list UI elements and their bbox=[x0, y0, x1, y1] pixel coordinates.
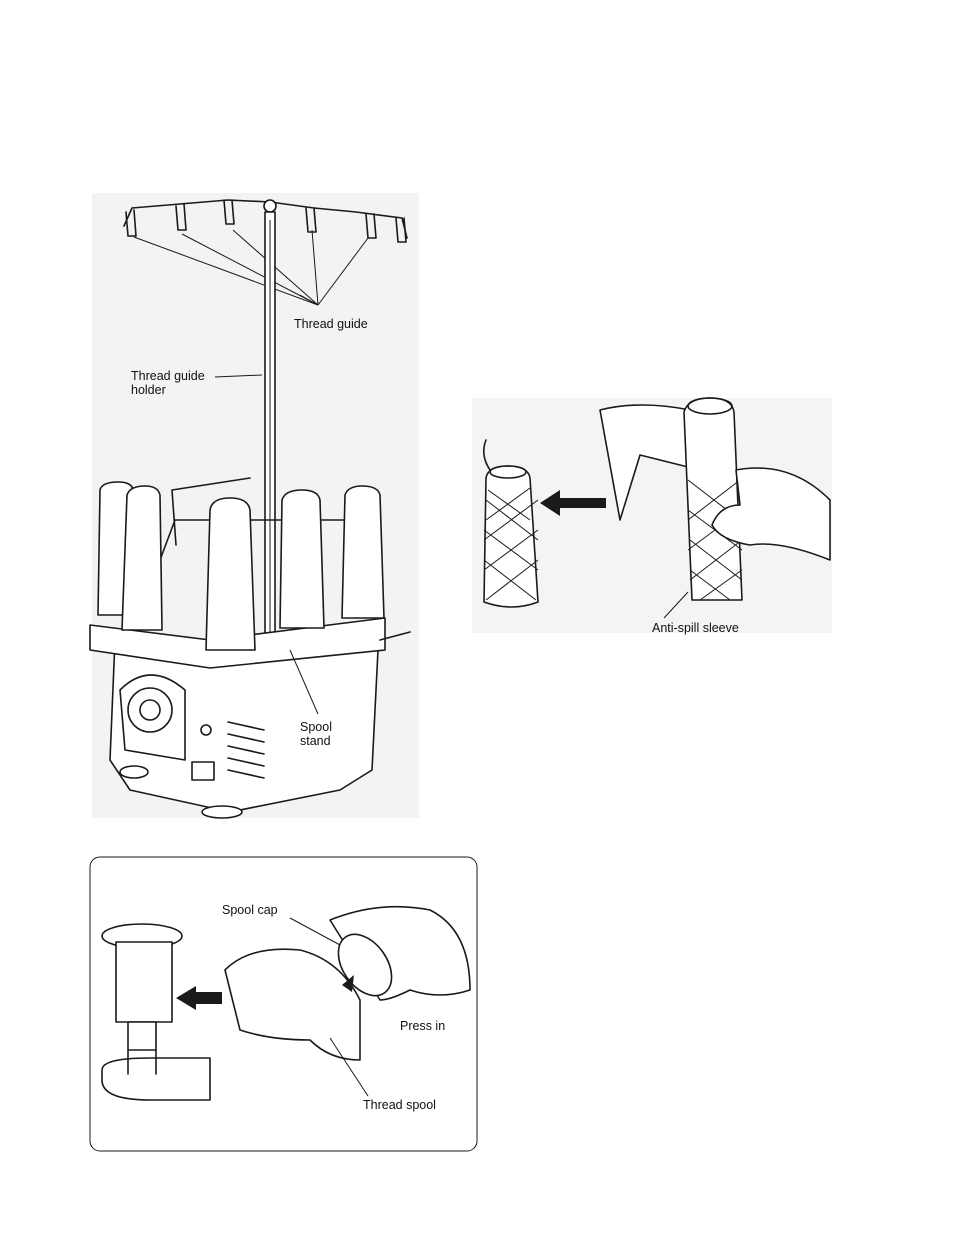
thread-guide-label: Thread guide bbox=[294, 317, 368, 331]
press-in-label: Press in bbox=[400, 1019, 445, 1033]
thread-guide-holder-label: Thread guide holder bbox=[131, 369, 205, 397]
thread-spool-label: Thread spool bbox=[363, 1098, 436, 1112]
sleeve-arrow-body bbox=[556, 498, 606, 508]
spool-cap-label: Spool cap bbox=[222, 903, 278, 917]
anti-spill-sleeve-label: Anti-spill sleeve bbox=[652, 621, 739, 635]
thread-guide-holder-pole bbox=[265, 212, 275, 642]
cap-arrow-body bbox=[194, 992, 222, 1004]
spool-stand-label: Spool stand bbox=[300, 720, 332, 748]
